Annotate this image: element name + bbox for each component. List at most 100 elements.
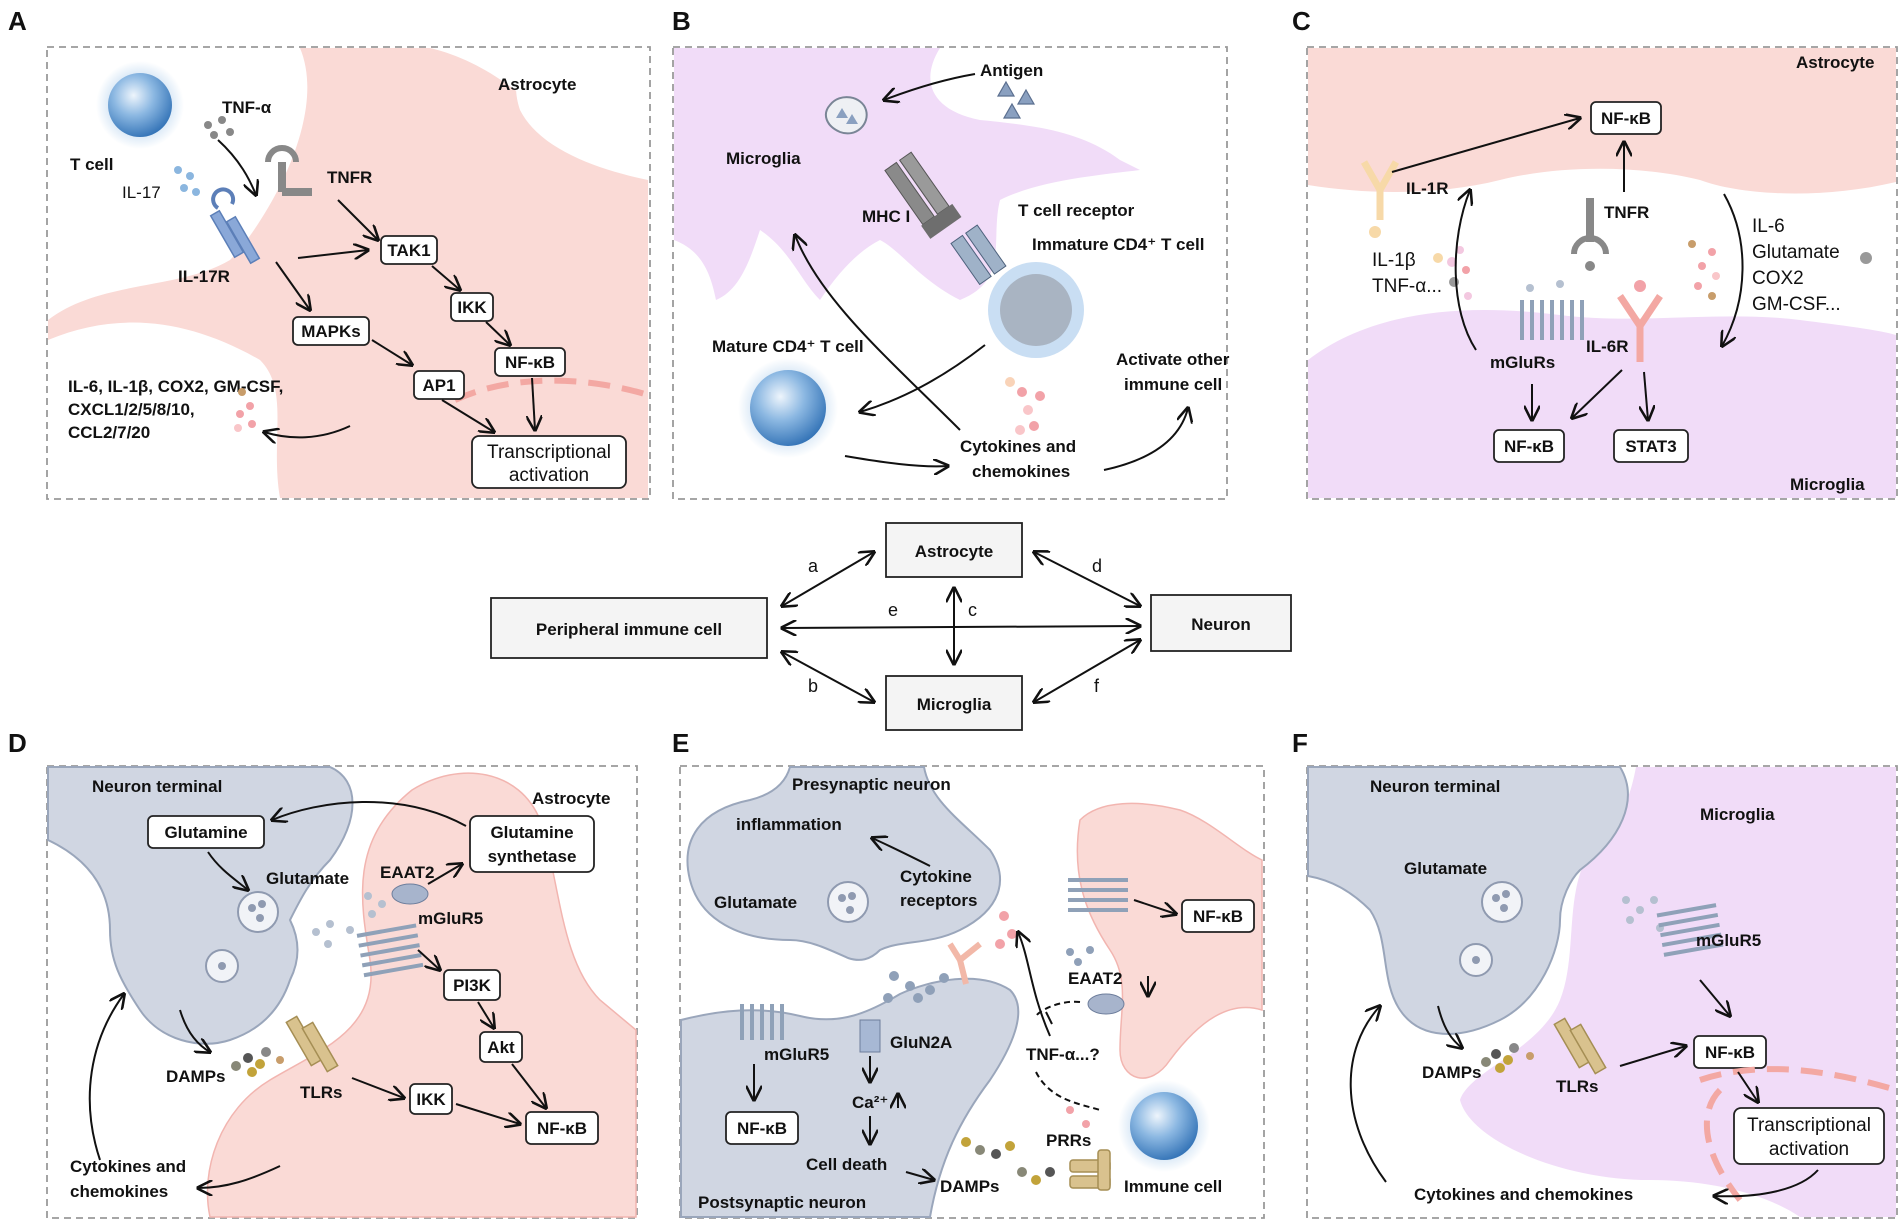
c-right-dots [1688, 240, 1720, 300]
b-arrow-antigen [884, 73, 976, 100]
a-transcription-box [471, 435, 627, 489]
d-gs-2: synthetase [488, 847, 577, 866]
b-tcr-label: T cell receptor [1018, 201, 1135, 220]
c-nfkb-top: NF-κB [1601, 109, 1651, 128]
f-damps: DAMPs [1422, 1063, 1482, 1082]
e-arrow-death-damps [905, 1172, 934, 1180]
c-arrow-il1r-nfkb [1391, 118, 1580, 173]
eaat2-icon [391, 883, 429, 905]
c-tnfr-icon [1571, 198, 1609, 271]
panel-f: F Neuron terminal Microglia Glutamate mG… [1292, 728, 1898, 1219]
a-cyto-3: CCL2/7/20 [68, 423, 150, 442]
e-damps: DAMPs [940, 1177, 1000, 1196]
il17-dots [174, 166, 200, 196]
e-prrs: PRRs [1046, 1131, 1091, 1150]
a-arrow-il17r-tak1 [297, 250, 368, 258]
e-postsynaptic: Postsynaptic neuron [698, 1193, 866, 1212]
d-astrocyte-shape [206, 772, 637, 1218]
d-glutamate: Glutamate [266, 869, 349, 888]
f-arrow-nfkb-trans [1737, 1071, 1758, 1102]
panel-d-frame [46, 765, 638, 1219]
e-arrow-tnf-receptor [1018, 932, 1051, 1037]
edge-b [782, 652, 874, 702]
f-cyto: Cytokines and chemokines [1414, 1185, 1633, 1204]
panel-e-letter: E [672, 728, 689, 758]
panel-a-letter: A [8, 6, 27, 36]
c-il1b: IL-1β [1372, 250, 1416, 271]
d-tlrs: TLRs [300, 1083, 343, 1102]
e-synapse-dots [883, 911, 1017, 1003]
center-peripheral-box [490, 597, 768, 659]
center-astrocyte-box [885, 522, 1023, 578]
e-immune-shape [1076, 802, 1263, 1079]
f-neuron-shape [1307, 766, 1629, 1035]
e-glun2a: GluN2A [890, 1033, 952, 1052]
c-cox2: COX2 [1752, 268, 1804, 289]
b-arrow-to-microglia [795, 235, 961, 431]
c-glutamate: Glutamate [1752, 242, 1840, 263]
d-arrow-akt-nfkb [511, 1063, 546, 1108]
b-activate-1: Activate other [1116, 350, 1230, 369]
tcr-icon [950, 224, 1007, 286]
edge-f-label: f [1094, 676, 1100, 696]
e-immune-cell: Immune cell [1124, 1177, 1222, 1196]
center-peripheral: Peripheral immune cell [536, 620, 722, 639]
e-damps-dots [961, 1137, 1055, 1185]
a-arrow-tnfr-tak1 [337, 199, 378, 240]
c-tnfr-label: TNFR [1604, 203, 1649, 222]
e-postsyn-shape [680, 977, 1020, 1218]
center-neuron: Neuron [1191, 615, 1251, 634]
a-arrow-mapks-ap1 [371, 339, 412, 365]
d-akt: Akt [487, 1038, 515, 1057]
a-trans-1: Transcriptional [487, 442, 611, 463]
a-trans-2: activation [509, 465, 589, 486]
f-tlrs: TLRs [1556, 1077, 1599, 1096]
a-il17-label: IL-17 [122, 183, 161, 202]
a-tcell-label: T cell [70, 155, 113, 174]
b-cytokine-dots [1005, 377, 1045, 435]
d-gs-1: Glutamine [490, 823, 573, 842]
f-trans-box [1733, 1107, 1885, 1165]
c-nfkb-bottom: NF-κB [1504, 437, 1554, 456]
f-glutamate: Glutamate [1404, 859, 1487, 878]
panel-a-frame [46, 46, 651, 500]
il1r-icon [1360, 160, 1400, 220]
e-nfkb-right-box [1181, 899, 1255, 933]
d-mglur-icon [356, 923, 424, 978]
mhc-icon [884, 151, 962, 239]
c-nfkb-bottom-box [1493, 429, 1565, 463]
edge-d [1034, 552, 1140, 606]
d-arrow-glutamine-glutamate [207, 851, 248, 890]
e-nfkb-left: NF-κB [737, 1119, 787, 1138]
c-gmcsf: GM-CSF... [1752, 294, 1841, 315]
e-nfkb-left-box [725, 1111, 799, 1145]
f-arrow-trans-cyto [1714, 1169, 1819, 1196]
d-akt-box [479, 1031, 523, 1063]
d-gs-box [469, 815, 595, 873]
a-mapks-box [292, 316, 370, 346]
panel-f-letter: F [1292, 728, 1308, 758]
d-arrow-gs-glutamine [272, 800, 467, 827]
c-stat3: STAT3 [1625, 437, 1676, 456]
e-arrow-to-nfkb [1133, 899, 1176, 914]
edge-b-label: b [808, 676, 818, 696]
a-ikk: IKK [457, 298, 487, 317]
e-mglur5: mGluR5 [764, 1045, 829, 1064]
a-ap1-box [413, 370, 465, 400]
f-arrow-mglur-nfkb [1699, 979, 1730, 1016]
b-arrow-activate [1103, 408, 1188, 471]
b-arrow-maturation [860, 344, 986, 412]
e-cyto-rec-2: receptors [900, 891, 977, 910]
panel-b: B Antigen Microglia MHC I T cell recepto… [672, 6, 1230, 500]
c-mglur-icon [1520, 300, 1584, 340]
e-arrow-inflammation [872, 838, 931, 867]
a-tak1: TAK1 [387, 241, 430, 260]
d-tlr-icon [285, 1015, 339, 1073]
d-cyto-1: Cytokines and [70, 1157, 186, 1176]
a-ikk-box [450, 292, 494, 322]
a-arrow-tcell [217, 139, 256, 195]
f-arrow-cyto-neuron [1349, 1006, 1387, 1183]
a-arrow-il17r-mapks [275, 261, 310, 310]
a-nfkb-box [494, 347, 566, 377]
